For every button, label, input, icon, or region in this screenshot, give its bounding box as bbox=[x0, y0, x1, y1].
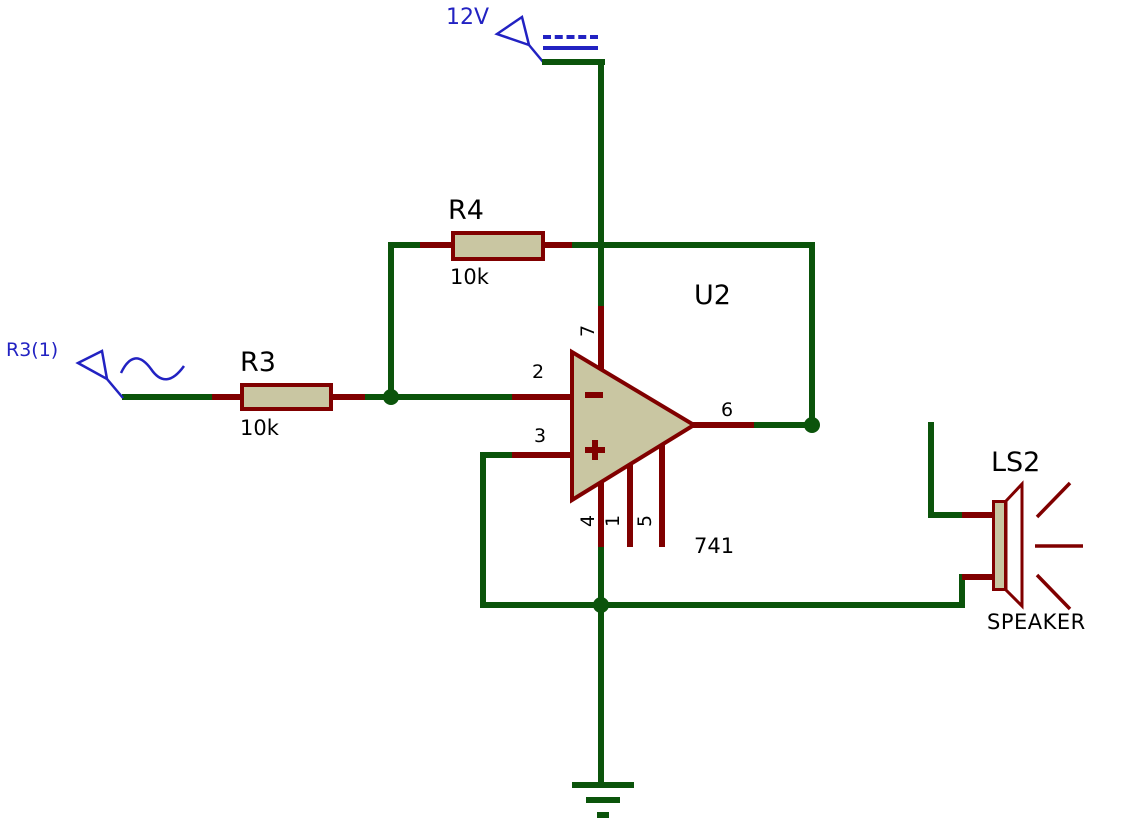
lead-r4-left[interactable] bbox=[420, 242, 451, 248]
lead-opamp-pin1[interactable] bbox=[627, 462, 633, 547]
wire-input-left[interactable] bbox=[122, 394, 212, 400]
wire-vcc-vertical[interactable] bbox=[598, 59, 604, 308]
lead-opamp-pin4[interactable] bbox=[598, 480, 604, 547]
wire-bottom-rail[interactable] bbox=[480, 602, 965, 608]
lead-r4-right[interactable] bbox=[541, 242, 572, 248]
pin-label-1: 1 bbox=[601, 514, 624, 528]
input-terminal-icon[interactable] bbox=[74, 347, 129, 402]
resistor-r4-ref-label: R4 bbox=[448, 195, 484, 226]
pin-label-5: 5 bbox=[633, 514, 656, 528]
opamp-device-label: 741 bbox=[694, 534, 735, 558]
resistor-r4-value-label: 10k bbox=[450, 265, 489, 289]
noninverting-input-plus-icon-vbar bbox=[592, 440, 598, 460]
lead-opamp-pin5[interactable] bbox=[659, 443, 665, 547]
lead-opamp-pin7[interactable] bbox=[598, 306, 604, 372]
input-net-label: R3(1) bbox=[6, 339, 59, 361]
speaker-device-label: SPEAKER bbox=[987, 610, 1086, 634]
dc-symbol-dashed-line bbox=[543, 35, 598, 39]
wire-pin3-horizontal[interactable] bbox=[482, 452, 514, 458]
lead-opamp-pin3[interactable] bbox=[512, 452, 574, 458]
lead-speaker-top[interactable] bbox=[962, 512, 994, 518]
wire-pin4-to-ground[interactable] bbox=[598, 544, 604, 788]
speaker-horn-icon[interactable] bbox=[988, 480, 1028, 610]
ground-bar-1 bbox=[572, 782, 634, 788]
resistor-r3-ref-label: R3 bbox=[240, 347, 276, 378]
pin-label-6: 6 bbox=[721, 399, 734, 421]
wire-pin3-loop-vertical[interactable] bbox=[480, 452, 486, 608]
opamp-ref-label: U2 bbox=[694, 280, 731, 311]
wire-feedback-right-vertical[interactable] bbox=[809, 242, 815, 428]
lead-opamp-pin6[interactable] bbox=[690, 422, 754, 428]
lead-opamp-pin2[interactable] bbox=[512, 394, 574, 400]
wire-to-speaker-vertical[interactable] bbox=[928, 422, 934, 518]
wire-feedback-left-vertical[interactable] bbox=[388, 242, 394, 400]
resistor-r3-value-label: 10k bbox=[240, 416, 279, 440]
wire-speaker-top[interactable] bbox=[928, 512, 965, 518]
wire-feedback-top[interactable] bbox=[388, 242, 815, 248]
lead-r3-right[interactable] bbox=[333, 394, 365, 400]
speaker-sound-waves-icon bbox=[1035, 481, 1083, 611]
wire-junction-to-pin2[interactable] bbox=[365, 394, 512, 400]
power-net-label: 12V bbox=[446, 5, 490, 30]
ground-bar-3 bbox=[597, 812, 609, 818]
lead-speaker-bottom[interactable] bbox=[962, 574, 994, 580]
opamp-body[interactable] bbox=[568, 346, 700, 506]
power-terminal-icon[interactable] bbox=[493, 14, 548, 68]
resistor-r3-body[interactable] bbox=[240, 383, 333, 411]
pin-label-7: 7 bbox=[576, 324, 599, 338]
pin-label-2: 2 bbox=[532, 361, 545, 383]
junction-dot-output bbox=[804, 417, 820, 433]
lead-r3-left[interactable] bbox=[212, 394, 240, 400]
dc-symbol-solid-line bbox=[543, 46, 598, 50]
wire-vcc-horizontal[interactable] bbox=[542, 59, 605, 65]
speaker-ref-label: LS2 bbox=[991, 447, 1041, 478]
wire-output[interactable] bbox=[753, 422, 815, 428]
pin-label-3: 3 bbox=[534, 425, 547, 447]
ground-bar-2 bbox=[586, 797, 620, 803]
resistor-r4-body[interactable] bbox=[451, 231, 545, 261]
inverting-input-minus-icon bbox=[585, 392, 603, 398]
junction-dot-ground bbox=[593, 597, 609, 613]
wire-speaker-bottom-vertical[interactable] bbox=[959, 574, 965, 608]
sine-wave-icon bbox=[119, 357, 186, 381]
junction-dot-input bbox=[383, 389, 399, 405]
pin-label-4: 4 bbox=[576, 514, 599, 528]
